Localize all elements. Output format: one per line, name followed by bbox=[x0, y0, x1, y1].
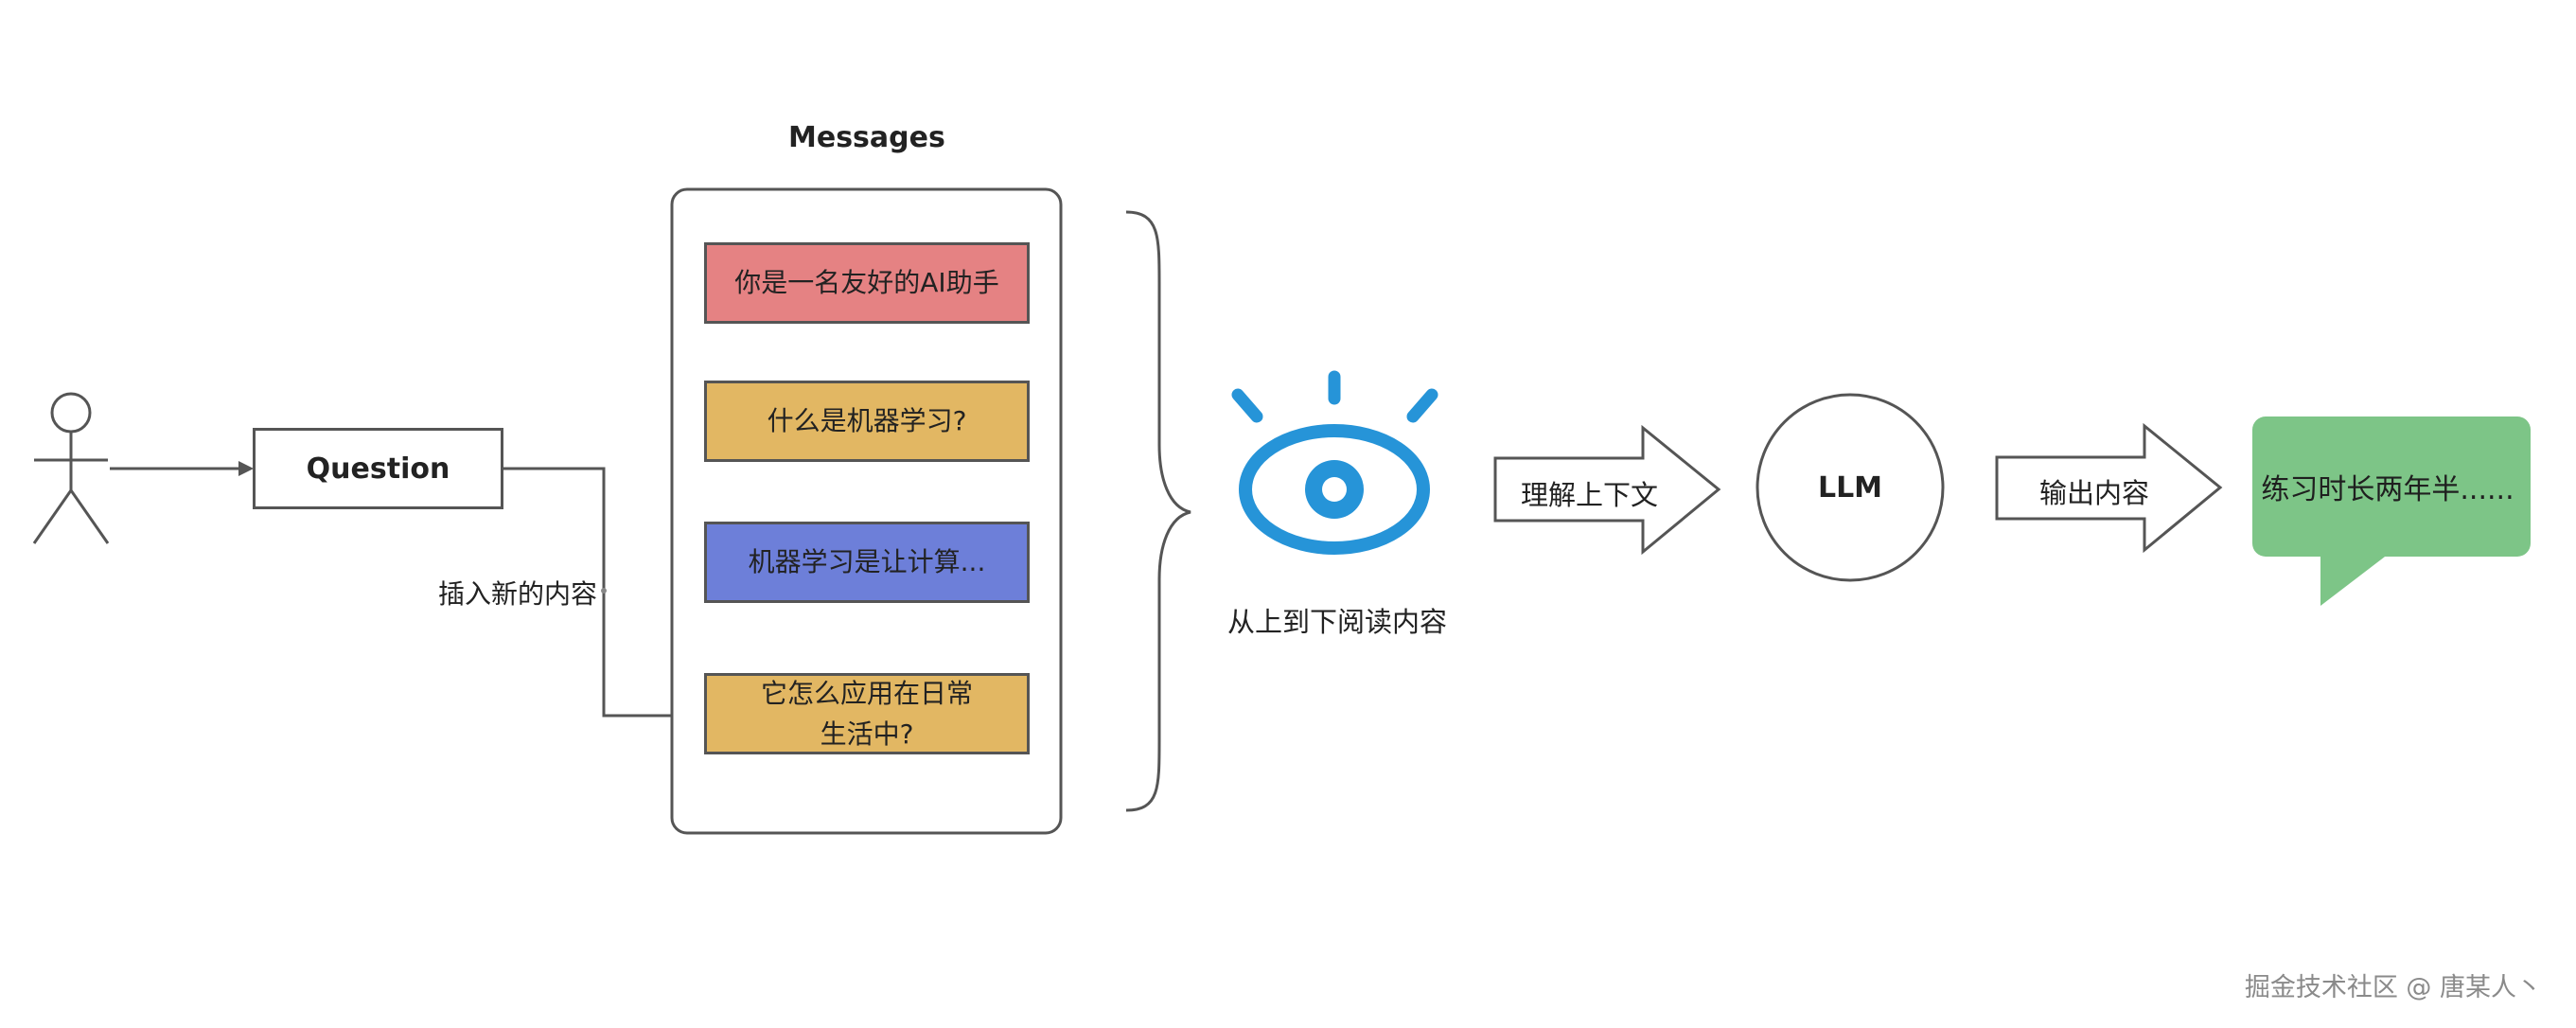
response-bubble bbox=[2252, 417, 2531, 606]
connector-dot bbox=[601, 588, 607, 594]
message-item-assistant-answer: 机器学习是让计算... bbox=[704, 522, 1030, 603]
output-arrow bbox=[1995, 422, 2223, 554]
eye-icon bbox=[1231, 370, 1438, 555]
llm-node bbox=[1756, 393, 1945, 582]
llm-label: LLM bbox=[1817, 470, 1883, 505]
watermark: 掘金技术社区 @ 唐某人丶 bbox=[2244, 973, 2542, 1002]
message-item-user-question: 什么是机器学习? bbox=[704, 381, 1030, 462]
message-text: 什么是机器学习? bbox=[767, 405, 967, 437]
message-item-new-question: 它怎么应用在日常生活中? bbox=[704, 673, 1030, 754]
messages-container bbox=[670, 187, 1063, 835]
reader-caption: 从上到下阅读内容 bbox=[1227, 606, 1448, 638]
insert-new-content-label: 插入新的内容 bbox=[438, 578, 598, 610]
question-label: Question bbox=[306, 452, 450, 486]
response-text: 练习时长两年半...... bbox=[2261, 473, 2514, 506]
messages-title: Messages bbox=[788, 121, 945, 154]
message-text: 你是一名友好的AI助手 bbox=[734, 267, 999, 299]
message-text: 机器学习是让计算... bbox=[748, 546, 986, 578]
understand-context-arrow bbox=[1493, 424, 1721, 556]
output-label: 输出内容 bbox=[2039, 477, 2150, 509]
understand-context-label: 理解上下文 bbox=[1521, 479, 1659, 511]
context-brace bbox=[1125, 210, 1191, 812]
question-box: Question bbox=[253, 428, 503, 509]
message-item-system: 你是一名友好的AI助手 bbox=[704, 242, 1030, 324]
user-stick-figure-icon bbox=[32, 392, 110, 544]
message-text: 它怎么应用在日常生活中? bbox=[760, 677, 973, 750]
